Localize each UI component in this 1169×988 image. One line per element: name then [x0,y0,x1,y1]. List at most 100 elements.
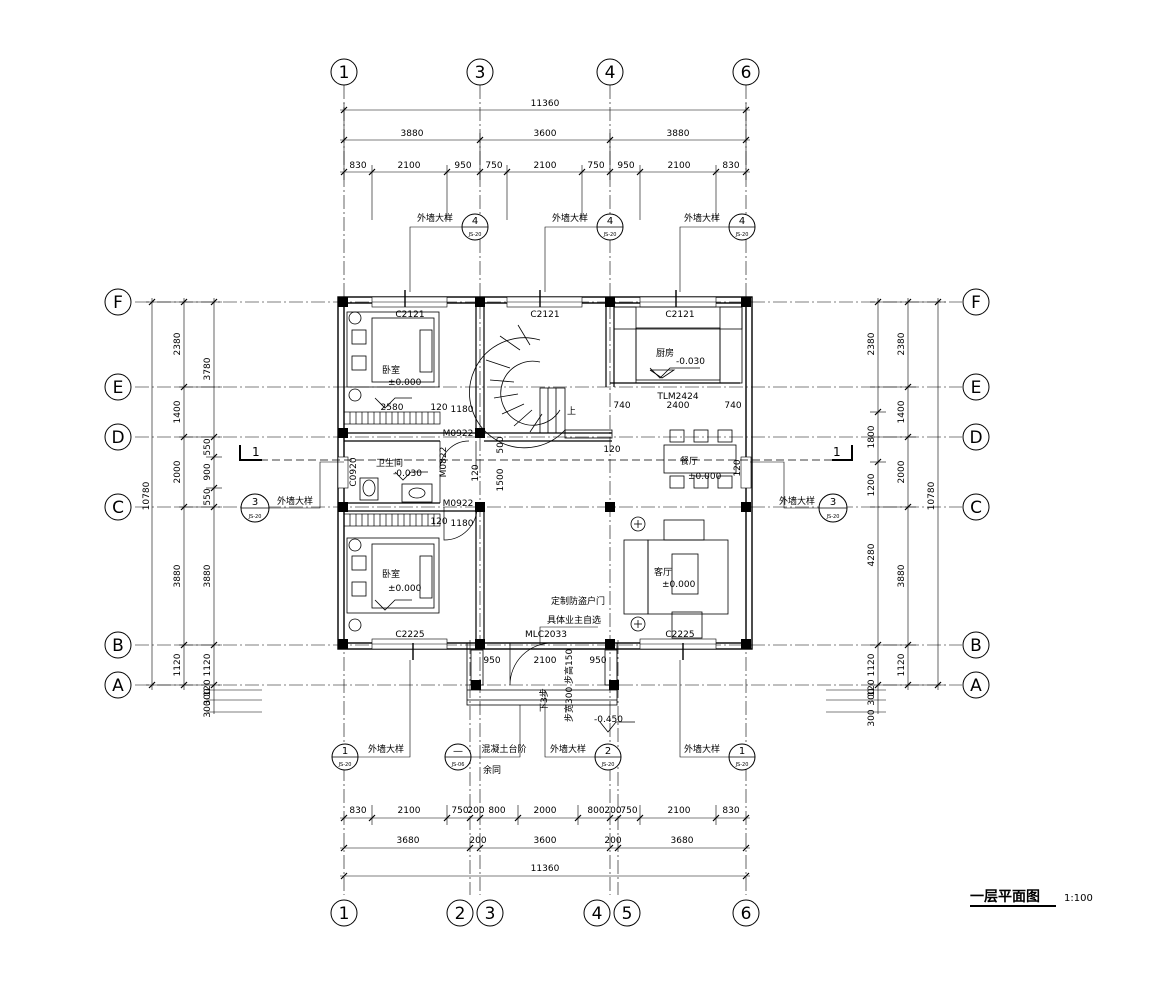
dim-top-detail-7: 950 [617,161,634,171]
axis-label-top-1: 1 [339,63,350,83]
callout-top-3-ref: JS-20 [735,232,749,238]
window-label-side: C0920 [349,457,359,486]
callout-top-2-ref: JS-20 [603,232,617,238]
window-leaders [404,290,684,660]
dim-left-inner-6: 3880 [173,564,183,587]
top-dimension-ticks [340,106,750,176]
entry-porch [466,642,618,706]
axis-grid [135,85,962,895]
top-dimension-lines [340,103,750,220]
dim-left-inner-2: 1400 [173,400,183,423]
dim-bottom-mid-5: 3680 [671,836,694,846]
dim-top-detail-6: 750 [587,161,604,171]
room-labels: 卧室 ±0.000 卧室 ±0.000 卫生间 -0.030 厨房 -0.030… [376,347,722,725]
callout-top-2-num: 4 [607,216,613,227]
dim-int-3: 1180 [451,405,474,415]
room-bedroom-2-level: ±0.000 [388,584,422,594]
callout-top-3-label: 外墙大样 [684,212,720,224]
dim-int-6: 500 [496,436,506,453]
bedroom-furniture [346,311,440,632]
room-living: 客厅 [654,566,672,578]
dim-int-14: 2100 [534,656,557,666]
callout-bottom-1-label: 外墙大样 [368,743,404,755]
detail-callout-dividers [241,226,847,758]
section-mark-right: 1 [833,445,841,459]
dim-bottom-mid-3: 3600 [534,836,557,846]
axis-label-bottom-1: 1 [339,904,350,924]
room-dining-level: ±0.000 [688,472,722,482]
security-door-note-1: 定制防盗户门 [551,595,605,607]
bottom-dimension-texts: 830 2100 750 200 800 2000 800 200 750 21… [349,806,739,874]
axis-label-left-B: B [112,636,124,656]
dim-bottom-mid-2: 200 [469,836,486,846]
wardrobe-hatch [343,411,441,527]
callout-bottom-3-num: 1 [739,746,745,757]
dim-bottom-detail-2: 2100 [398,806,421,816]
dim-bottom-detail-6: 2000 [534,806,557,816]
dim-bottom-detail-7: 800 [587,806,604,816]
callout-bottom-2-ref: JS-20 [601,762,615,768]
dim-right-mid-3: 2000 [897,460,907,483]
drawing-title-block: 一层平面图 1:100 [970,889,1093,907]
callout-left-ref: JS-20 [248,514,262,520]
axis-label-left-A: A [112,676,124,696]
axis-label-bottom-6: 6 [741,904,752,924]
door-label-bed-2: M0922 [443,499,474,509]
dim-int-16: 120 [471,464,481,481]
window-label-bottom-1: C2225 [395,630,424,640]
axis-label-right-B: B [970,636,982,656]
callout-right-num: 3 [830,497,836,508]
dim-left-inner-5: 550 [203,488,213,505]
axis-label-bottom-5: 5 [622,904,633,924]
door-swings [439,440,553,686]
axis-label-right-C: C [970,498,982,518]
steps-note-2: 余同 [483,764,501,776]
dim-bottom-detail-9: 750 [620,806,637,816]
stair-up-label: 上 [567,406,576,417]
window-label-top-2: C2121 [530,310,559,320]
room-kitchen-level: -0.030 [676,357,705,367]
dim-top-mid-1: 3880 [401,129,424,139]
dining-set [663,429,737,489]
dim-top-mid-3: 3880 [667,129,690,139]
interior-dimensions: 2580 120 1180 120 1180 500 1500 120 120 … [381,401,743,666]
dim-int-11: 2400 [667,401,690,411]
dim-top-detail-2: 2100 [398,161,421,171]
dim-left-mid-3: 3880 [203,564,213,587]
door-label-bath: M0822 [439,447,449,478]
dim-left-inner-4: 900 [203,463,213,480]
dim-bottom-detail-4: 200 [467,806,484,816]
dim-top-detail-1: 830 [349,161,366,171]
dim-bottom-detail-11: 830 [722,806,739,816]
axis-label-right-F: F [971,293,981,313]
living-room-furniture [623,516,729,639]
callout-top-1-ref: JS-20 [468,232,482,238]
top-dimension-texts: 11360 3880 3600 3880 830 2100 950 750 21… [349,99,739,171]
axis-label-top-4: 4 [605,63,616,83]
room-living-level: ±0.000 [662,580,696,590]
room-bathroom: 卫生间 [376,457,403,469]
dim-bottom-mid-1: 3680 [397,836,420,846]
axis-label-right-E: E [971,378,982,398]
dim-int-5: 1180 [451,519,474,529]
dim-right-small-3: 300 [867,709,877,726]
room-dining: 餐厅 [680,455,698,467]
dim-int-15: 950 [589,656,606,666]
drawing-title: 一层平面图 [970,889,1040,905]
dim-right-inner-3: 1200 [867,473,877,496]
dim-int-12: 740 [724,401,741,411]
entry-level: -0.450 [594,715,623,725]
dim-right-mid-2: 1400 [897,400,907,423]
opening-labels: C2121 C2121 C2121 C2225 C2225 C0920 M092… [349,310,699,640]
door-label-entry: MLC2033 [525,630,567,640]
ramp-note: 步宽300 步高150 [563,649,575,722]
dim-left-small-3: 300 [203,700,213,717]
callout-top-3-num: 4 [739,216,745,227]
window-label-bottom-2: C2225 [665,630,694,640]
door-label-bed-1: M0922 [443,429,474,439]
dim-int-9: 120 [733,459,743,476]
dim-bottom-total: 11360 [531,864,560,874]
room-bedroom-1: 卧室 [382,364,400,376]
callout-top-2-label: 外墙大样 [552,212,588,224]
